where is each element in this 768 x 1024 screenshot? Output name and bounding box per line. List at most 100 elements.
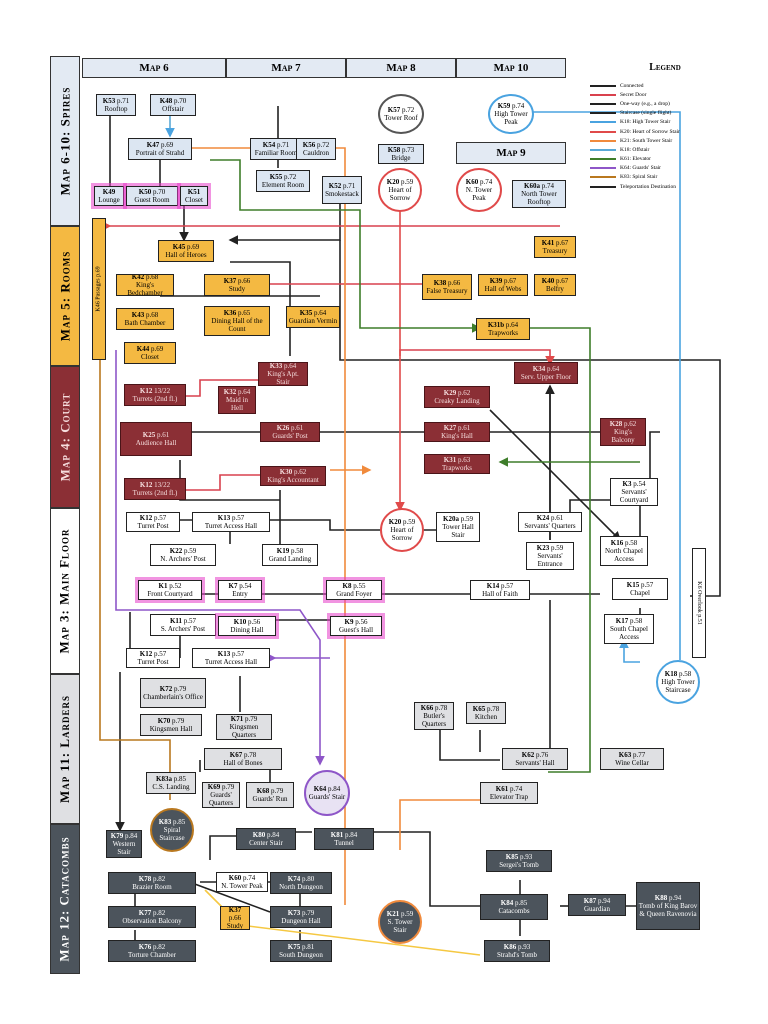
room-page: p.62 (622, 420, 637, 428)
room-name: Cauldron (302, 149, 330, 157)
room-id: K55 (269, 173, 283, 181)
legend-swatch (590, 158, 616, 161)
legend-label: Secret Door (620, 91, 647, 98)
room-page: p.85 (513, 899, 528, 907)
room-page: p.57 (230, 650, 245, 658)
room-name: Servants' Hall (515, 759, 555, 767)
room-id: K10 (233, 618, 247, 626)
room-id: K67 (229, 751, 243, 759)
room-name: Grand Landing (268, 555, 312, 563)
room-page: p.61 (549, 514, 564, 522)
room-id: K3 (622, 480, 632, 488)
room-page: p.56 (353, 618, 368, 626)
room-page: p.58 (623, 539, 638, 547)
room-id: K83a (156, 775, 172, 783)
room-page: p.74 (241, 874, 256, 882)
room-id: K83 (158, 818, 172, 826)
room-name: Tower Hall Stair (442, 523, 474, 539)
room-name: Treasury (542, 247, 568, 255)
room-page: p.57 (182, 617, 197, 625)
room-id: K38 (433, 279, 447, 287)
room-id: K44 (136, 345, 150, 353)
room-page: p.74 (510, 102, 525, 110)
room-name: Spiral Staircase (159, 826, 185, 842)
room-name: Catacombs (498, 907, 530, 915)
room-name: N. Archers' Post (160, 555, 206, 563)
room-name: Bridge (391, 154, 411, 162)
room-name: Western Stair (112, 840, 136, 856)
room-id: K68 (256, 787, 270, 795)
room-name: Dining Hall of the Count (211, 317, 263, 333)
room-id: K7 (228, 582, 238, 590)
room-page: p.70 (151, 188, 166, 196)
room-id: K81 (330, 831, 344, 839)
room-id: K33 (269, 362, 283, 370)
room-id: K59 (497, 102, 511, 110)
room-name: Guest's Hall (338, 626, 374, 634)
room-name: Tunnel (334, 839, 354, 847)
room-name: North Tower Rooftop (521, 190, 557, 206)
legend-label: One-way (e.g., a drop) (620, 100, 670, 107)
room-name: Kitchen (474, 713, 498, 721)
room-page: p.72 (400, 106, 415, 114)
room-page: p.85 (171, 818, 186, 826)
room-page: p.94 (667, 894, 682, 902)
room-id: K17 (615, 617, 629, 625)
room-page: p.62 (292, 468, 307, 476)
room-page: p.58 (289, 547, 304, 555)
room-id: K69 (207, 783, 221, 791)
room-name: Tower Roof (384, 114, 418, 122)
room-id: K60 (228, 874, 242, 882)
room-page: p.84 (326, 785, 341, 793)
legend-swatch (590, 130, 616, 133)
room-name: Guardian Vermin (288, 317, 338, 325)
legend-label: K64: Guards' Stair (620, 165, 662, 172)
room-page: p.69 (185, 243, 200, 251)
room-name: King's Accountant (267, 476, 319, 484)
band-rooms: Map 5: Rooms (50, 226, 80, 366)
room-id: K61 (495, 785, 509, 793)
room-name: Grand Foyer (336, 590, 372, 598)
room-page: p.79 (243, 715, 258, 723)
room-page: p.52 (167, 582, 182, 590)
room-name: Maid in Hell (226, 396, 248, 412)
room-name: High Tower Peak (494, 110, 528, 126)
room-page: p.74 (508, 785, 523, 793)
room-name: Servants' Quarters (524, 522, 576, 530)
room-page: p.71 (275, 141, 290, 149)
room-page: p.57 (152, 514, 167, 522)
room-page: p.64 (545, 365, 560, 373)
room-page: p.79 (300, 909, 315, 917)
room-name: Heart of Sorrow (390, 526, 414, 542)
legend-label: K20: Heart of Sorrow Stair (620, 128, 680, 135)
room-name: Turrets (2nd fl.) (132, 489, 178, 497)
room-id: K71 (230, 715, 244, 723)
room-page: p.82 (151, 909, 166, 917)
room-name: North Chapel Access (605, 547, 643, 563)
column-header-map8: Map 8 (346, 58, 456, 78)
room-page: p.59 (182, 547, 197, 555)
legend-swatch (590, 102, 616, 105)
legend-swatch (590, 176, 616, 179)
room-page: p.67 (502, 277, 517, 285)
room-id: K13 (217, 650, 231, 658)
room-name: Brazier Room (132, 883, 172, 891)
